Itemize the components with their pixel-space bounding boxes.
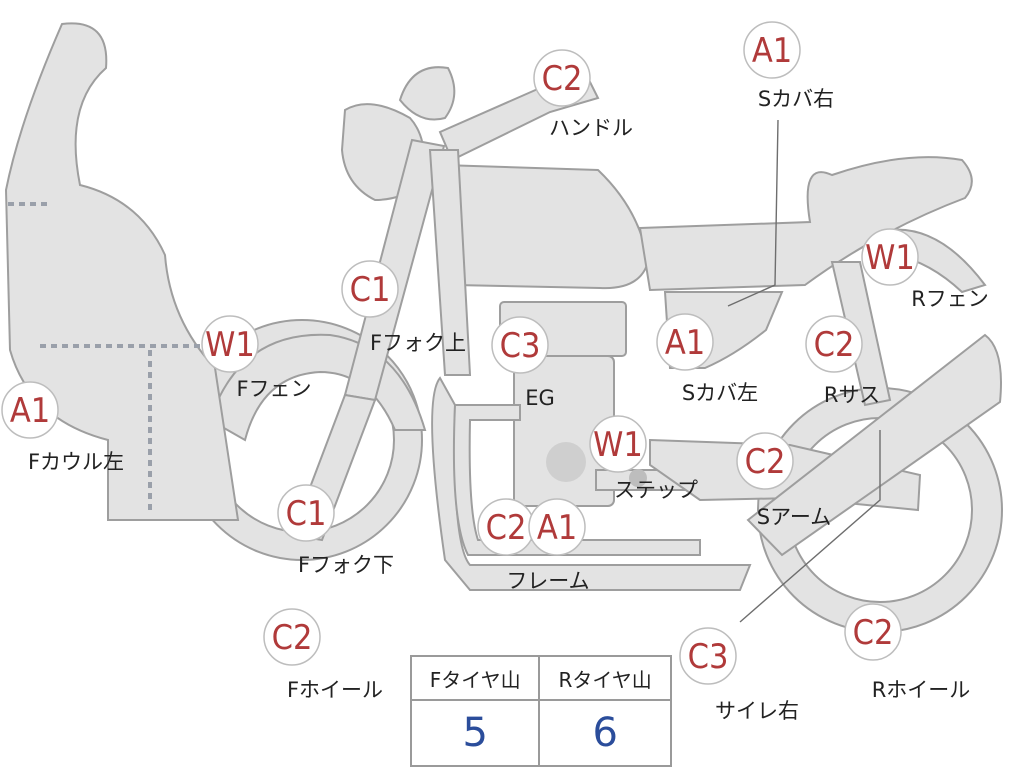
code-c2-r-suspension: C2 — [814, 325, 855, 365]
marker-C3-engine[interactable]: C3 EG — [491, 316, 555, 410]
marker-A1-s-cover-left[interactable]: A1 Sカバ左 — [656, 313, 758, 405]
code-c1-f-fork-upper: C1 — [350, 270, 391, 310]
label-s-arm: Sアーム — [757, 505, 831, 529]
step-peg-left — [629, 469, 647, 487]
marker-W1-f-fender[interactable]: W1 Fフェン — [201, 315, 312, 401]
label-handle: ハンドル — [549, 116, 633, 140]
marker-A1-s-cover-right[interactable]: A1 Sカバ右 — [743, 21, 834, 111]
rear-tire-value[interactable]: 6 — [538, 699, 672, 767]
marker-C1-f-fork-lower[interactable]: C1 Fフォク下 — [277, 484, 394, 577]
rear-wheel-shape — [756, 387, 1004, 633]
code-c2-f-wheel: C2 — [272, 618, 313, 658]
label-silencer-right: サイレ右 — [715, 699, 799, 723]
front-tire-value[interactable]: 5 — [409, 699, 541, 767]
code-w1-r-fender: W1 — [865, 238, 915, 278]
tire-tread-table: Fタイヤ山 Rタイヤ山 5 6 — [409, 655, 672, 767]
label-r-wheel: Rホイール — [872, 678, 971, 702]
label-engine: EG — [525, 386, 555, 410]
label-frame: フレーム — [506, 569, 589, 593]
marker-C2-r-wheel[interactable]: C2 Rホイール — [844, 603, 971, 702]
marker-W1-step[interactable]: W1 ステップ — [589, 415, 698, 502]
label-step: ステップ — [614, 478, 698, 502]
leader-s-cover-right — [727, 119, 779, 307]
engine-cover-dot — [546, 442, 586, 482]
label-s-cover-right: Sカバ右 — [758, 87, 834, 111]
code-a1-f-cowl-left: A1 — [10, 391, 50, 431]
code-c3-engine: C3 — [500, 326, 541, 366]
label-f-wheel: Fホイール — [287, 678, 383, 702]
code-a1-s-cover-right: A1 — [752, 31, 792, 71]
marker-C2-A1-frame[interactable]: C2 A1 フレーム — [477, 498, 590, 593]
marker-C2-r-suspension[interactable]: C2 Rサス — [805, 315, 880, 407]
code-c2-frame: C2 — [486, 508, 527, 548]
label-f-fender: Fフェン — [236, 377, 311, 401]
leader-silencer-right — [739, 430, 881, 623]
label-s-cover-left: Sカバ左 — [682, 381, 758, 405]
frame-shape — [428, 149, 472, 376]
code-c1-f-fork-lower: C1 — [286, 494, 327, 534]
label-f-fork-upper: Fフォク上 — [370, 331, 466, 355]
code-c2-s-arm: C2 — [745, 442, 786, 482]
front-tire-header: Fタイヤ山 — [409, 655, 541, 701]
label-r-fender: Rフェン — [911, 287, 989, 311]
label-r-suspension: Rサス — [824, 383, 880, 407]
marker-C2-handle[interactable]: C2 ハンドル — [533, 49, 633, 140]
exhaust-pipe-shape — [452, 404, 701, 556]
label-f-fork-lower: Fフォク下 — [298, 553, 394, 577]
leader-lines — [727, 119, 881, 623]
code-a1-frame: A1 — [537, 508, 577, 548]
code-w1-f-fender: W1 — [205, 325, 255, 365]
label-f-cowl-left: Fカウル左 — [28, 450, 124, 474]
silencer-shape — [746, 333, 1002, 557]
seat-shape — [638, 156, 973, 292]
code-c2-r-wheel: C2 — [853, 613, 894, 653]
marker-C2-f-wheel[interactable]: C2 Fホイール — [263, 608, 383, 702]
marker-C1-f-fork-upper[interactable]: C1 Fフォク上 — [341, 260, 466, 355]
marker-C3-silencer-right[interactable]: C3 サイレ右 — [679, 627, 799, 723]
code-c3-silencer-right: C3 — [688, 637, 729, 677]
motorcycle-parts — [4, 22, 1004, 633]
marker-W1-r-fender[interactable]: W1 Rフェン — [861, 228, 989, 311]
marker-C2-s-arm[interactable]: C2 Sアーム — [736, 432, 831, 529]
fuel-tank-shape — [440, 163, 650, 290]
code-c2-handle: C2 — [542, 59, 583, 99]
marker-A1-f-cowl-left[interactable]: A1 Fカウル左 — [1, 381, 124, 474]
front-cowl-shape — [4, 22, 240, 521]
markers: A1 Sカバ右 C2 ハンドル W1 Rフェン C1 Fフォク上 W1 Fフェン — [1, 21, 989, 723]
code-w1-step: W1 — [593, 425, 643, 465]
code-a1-s-cover-left: A1 — [665, 323, 705, 363]
tire-table-header-row: Fタイヤ山 Rタイヤ山 — [409, 655, 672, 701]
meter-shape — [398, 66, 456, 121]
tire-table-value-row: 5 6 — [409, 699, 672, 767]
rear-tire-header: Rタイヤ山 — [538, 655, 672, 701]
